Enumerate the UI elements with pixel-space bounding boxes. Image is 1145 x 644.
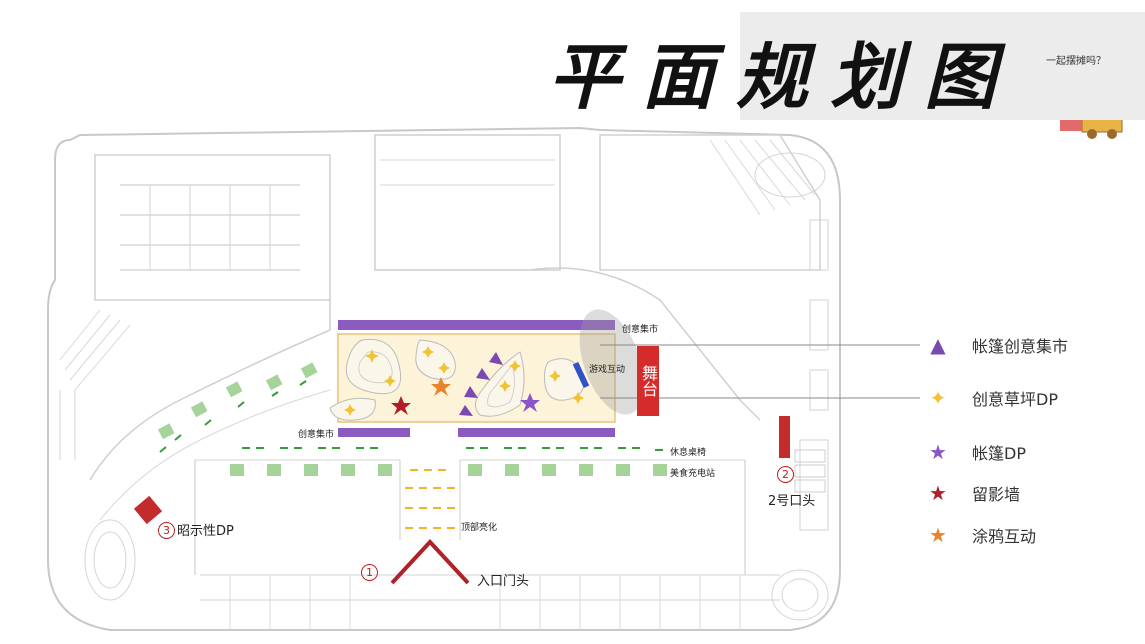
inner-outline <box>94 154 331 301</box>
food-squares <box>230 464 667 476</box>
label-dp3: 昭示性DP <box>177 524 234 539</box>
graffiti-star <box>431 377 451 396</box>
legend-item-lawn-dp: ✦ 创意草坪DP <box>920 383 1058 413</box>
curve-squares <box>157 362 318 440</box>
label-food: 美食充电站 <box>670 469 716 479</box>
legend-item-photo-wall: ★ 留影墙 <box>920 478 1020 508</box>
mascot-speech: 一起摆摊吗？ <box>1046 56 1106 67</box>
building-outline <box>47 126 841 631</box>
legend-label: 留影墙 <box>972 485 1021 504</box>
marker-1: 1 <box>361 564 378 581</box>
legend-item-tent-market: ▲ 帐篷创意集市 <box>920 330 1068 360</box>
entrance-roof <box>390 539 470 585</box>
game-bar <box>572 361 590 389</box>
tent-triangles <box>459 352 503 416</box>
legend-label: 涂鸦互动 <box>972 527 1037 546</box>
purple-star-icon: ★ <box>929 440 947 464</box>
legend-label: 帐篷DP <box>972 444 1026 463</box>
legend-label: 帐篷创意集市 <box>972 337 1069 356</box>
pavilion-5 <box>543 358 585 401</box>
game-zone-shadow <box>579 309 645 415</box>
label-market-bottom: 创意集市 <box>298 430 335 440</box>
title-area: 平面规划图 一起摆摊吗？ <box>0 0 1145 130</box>
dp3-box <box>133 495 163 525</box>
purple-triangle-icon: ▲ <box>930 333 946 357</box>
market-bar-bottom-left <box>338 428 410 437</box>
label-rest: 休息桌椅 <box>670 448 707 458</box>
legend-item-graffiti: ★ 涂鸦互动 <box>920 520 1036 550</box>
page-title: 平面规划图 <box>548 35 1019 119</box>
title-background <box>740 12 1145 120</box>
label-market-top: 创意集市 <box>622 325 659 335</box>
label-gate2: 2号口头 <box>768 494 816 509</box>
stage-label: 舞台 <box>639 365 658 397</box>
orange-star-icon: ★ <box>929 523 947 547</box>
red-star-icon: ★ <box>929 481 947 505</box>
lawn-sparkles <box>344 346 584 416</box>
market-bar-top <box>338 320 615 330</box>
yellow-sparkle-icon: ✦ <box>929 386 947 410</box>
label-entrance: 入口门头 <box>477 574 530 589</box>
stage: 舞台 <box>637 346 659 416</box>
gate2-banner <box>779 416 790 458</box>
marker-3: 3 <box>158 522 175 539</box>
label-game: 游戏互动 <box>589 365 626 375</box>
tent-dp-star <box>520 393 540 412</box>
label-top-light: 顶部亮化 <box>461 523 498 533</box>
photo-wall-star <box>391 396 411 415</box>
top-light-dashes <box>405 469 455 529</box>
market-bar-bottom-right <box>458 428 615 437</box>
marker-2: 2 <box>777 466 794 483</box>
legend-item-tent-dp: ★ 帐篷DP <box>920 437 1026 467</box>
rest-dashes <box>159 380 663 453</box>
legend-label: 创意草坪DP <box>972 390 1058 409</box>
